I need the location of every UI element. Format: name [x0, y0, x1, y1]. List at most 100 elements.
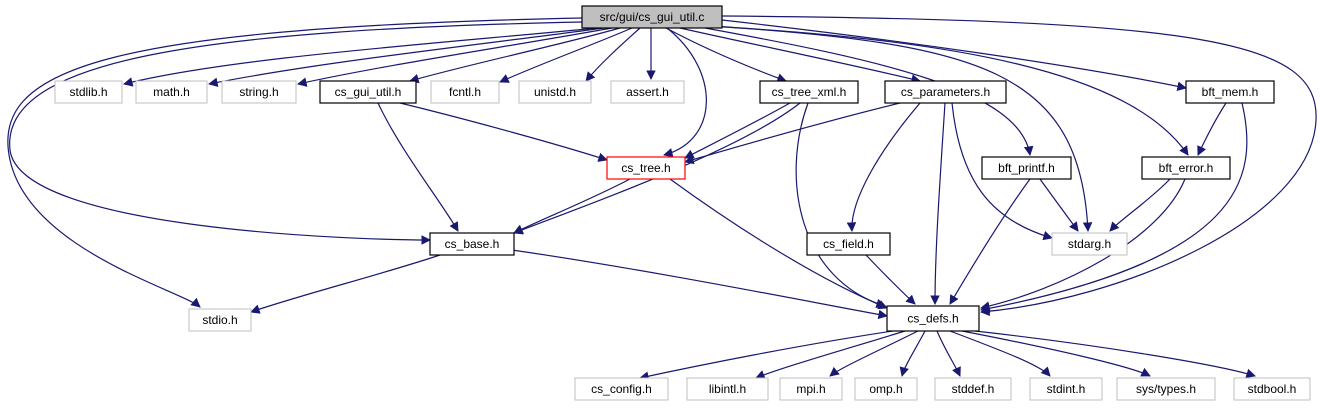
node-label: mpi.h	[796, 382, 825, 396]
node-label: assert.h	[626, 85, 669, 99]
edge-bft_error-to-stdarg	[1109, 178, 1171, 232]
nodes-layer: src/gui/cs_gui_util.c stdlib.h math.h strin…	[54, 5, 1311, 401]
node-label: cs_field.h	[823, 237, 874, 251]
node-box	[806, 232, 891, 256]
node-stdint: stdint.h	[1029, 377, 1103, 401]
node-cs-parameters[interactable]: cs_parameters.h	[884, 80, 1007, 104]
edge-cs_defs-to-mpi	[829, 330, 919, 377]
node-box	[606, 156, 686, 180]
node-root[interactable]: src/gui/cs_gui_util.c	[581, 5, 723, 29]
node-bft-printf[interactable]: bft_printf.h	[981, 156, 1072, 180]
node-box	[518, 80, 592, 104]
node-label: src/gui/cs_gui_util.c	[600, 10, 705, 24]
node-stdlib: stdlib.h	[54, 80, 123, 104]
node-cs-gui-util-h[interactable]: cs_gui_util.h	[319, 80, 417, 104]
edge-cs_defs-to-stdbool	[974, 330, 1256, 378]
edge-root-to-cs_parameters	[679, 27, 921, 84]
edge-cs_tree-to-cs_base	[513, 178, 631, 234]
edge-cs_base-to-cs_defs	[511, 249, 888, 320]
edge-cs_tree_xml-to-cs_tree	[684, 102, 791, 159]
edge-bft_printf-to-cs_defs	[949, 178, 1031, 305]
node-cs-defs[interactable]: cs_defs.h	[886, 305, 980, 332]
edge-root-to-unistd	[585, 27, 641, 82]
node-label: bft_printf.h	[998, 161, 1055, 175]
node-label: cs_gui_util.h	[335, 85, 402, 99]
edge-root-to-cs_tree	[663, 27, 707, 158]
edge-cs_tree_xml-to-cs_defs	[795, 102, 886, 309]
edge-root-to-string	[297, 27, 613, 87]
node-label: unistd.h	[534, 85, 576, 99]
edge-root-to-cs_defs	[721, 15, 1317, 317]
node-label: stdbool.h	[1248, 382, 1297, 396]
node-label: bft_error.h	[1159, 161, 1214, 175]
node-box	[54, 80, 123, 104]
node-cs-tree-xml[interactable]: cs_tree_xml.h	[759, 80, 859, 104]
node-box	[574, 377, 669, 401]
edge-root-to-math	[208, 27, 605, 88]
edge-root-to-cs_tree_xml	[665, 27, 787, 83]
node-label: stdint.h	[1047, 382, 1086, 396]
node-stdio: stdio.h	[188, 308, 252, 332]
node-label: stddef.h	[952, 382, 995, 396]
node-box	[886, 305, 980, 332]
node-label: cs_parameters.h	[901, 85, 990, 99]
node-box	[779, 377, 843, 401]
node-cs-field[interactable]: cs_field.h	[806, 232, 891, 256]
node-box	[188, 308, 252, 332]
node-box	[686, 377, 769, 401]
edge-root-to-fcntl	[499, 27, 633, 83]
node-label: bft_mem.h	[1202, 85, 1259, 99]
edge-cs_defs-to-stddef	[936, 330, 961, 377]
edge-root-to-bft_mem	[721, 19, 1187, 91]
node-omp: omp.h	[854, 377, 918, 401]
node-box	[319, 80, 417, 104]
node-box	[221, 80, 297, 104]
node-libintl: libintl.h	[686, 377, 769, 401]
node-box	[759, 80, 859, 104]
node-label: fcntl.h	[449, 85, 481, 99]
edge-cs_field-to-cs_defs	[865, 254, 916, 305]
edge-cs_base-to-stdio	[250, 254, 441, 314]
node-box	[1051, 232, 1128, 256]
node-bft-error[interactable]: bft_error.h	[1141, 156, 1231, 180]
edge-root-to-stdlib	[123, 27, 599, 87]
node-label: omp.h	[869, 382, 902, 396]
edge-root-to-stdio	[7, 17, 583, 308]
node-box	[934, 377, 1012, 401]
node-label: string.h	[239, 85, 278, 99]
node-box	[1141, 156, 1231, 180]
edges-layer	[7, 15, 1317, 381]
node-cs-config: cs_config.h	[574, 377, 669, 401]
node-label: cs_tree_xml.h	[772, 85, 847, 99]
edge-cs_gui_util_h-to-cs_base	[377, 102, 459, 232]
edge-root-to-cs_base	[9, 21, 583, 245]
node-mpi: mpi.h	[779, 377, 843, 401]
edge-cs_gui_util_h-to-cs_tree	[399, 102, 608, 162]
node-label: cs_tree.h	[621, 161, 670, 175]
node-cs-tree[interactable]: cs_tree.h	[606, 156, 686, 180]
node-box	[1185, 80, 1275, 104]
edge-root-to-stdarg	[711, 25, 1093, 232]
edge-cs_parameters-to-stdarg	[951, 102, 1053, 241]
edge-cs_parameters-to-cs_tree	[684, 102, 901, 165]
node-fcntl: fcntl.h	[430, 80, 500, 104]
edge-cs_defs-to-cs_config	[639, 330, 894, 381]
node-label: sys/types.h	[1136, 382, 1196, 396]
edge-root-to-cs_gui_util_h	[409, 27, 621, 84]
node-bft-mem[interactable]: bft_mem.h	[1185, 80, 1275, 104]
node-stdarg: stdarg.h	[1051, 232, 1128, 256]
node-cs-base[interactable]: cs_base.h	[429, 232, 515, 256]
node-box	[581, 5, 723, 29]
node-box	[884, 80, 1007, 104]
node-label: libintl.h	[709, 382, 746, 396]
node-label: cs_defs.h	[907, 312, 958, 326]
node-label: stdlib.h	[69, 85, 107, 99]
node-label: cs_base.h	[445, 237, 500, 251]
node-box	[1233, 377, 1311, 401]
node-label: math.h	[153, 85, 190, 99]
node-assert: assert.h	[610, 80, 685, 104]
edge-bft_mem-to-cs_defs	[980, 102, 1248, 314]
node-box	[610, 80, 685, 104]
edge-cs_defs-to-sys_types	[961, 330, 1151, 377]
